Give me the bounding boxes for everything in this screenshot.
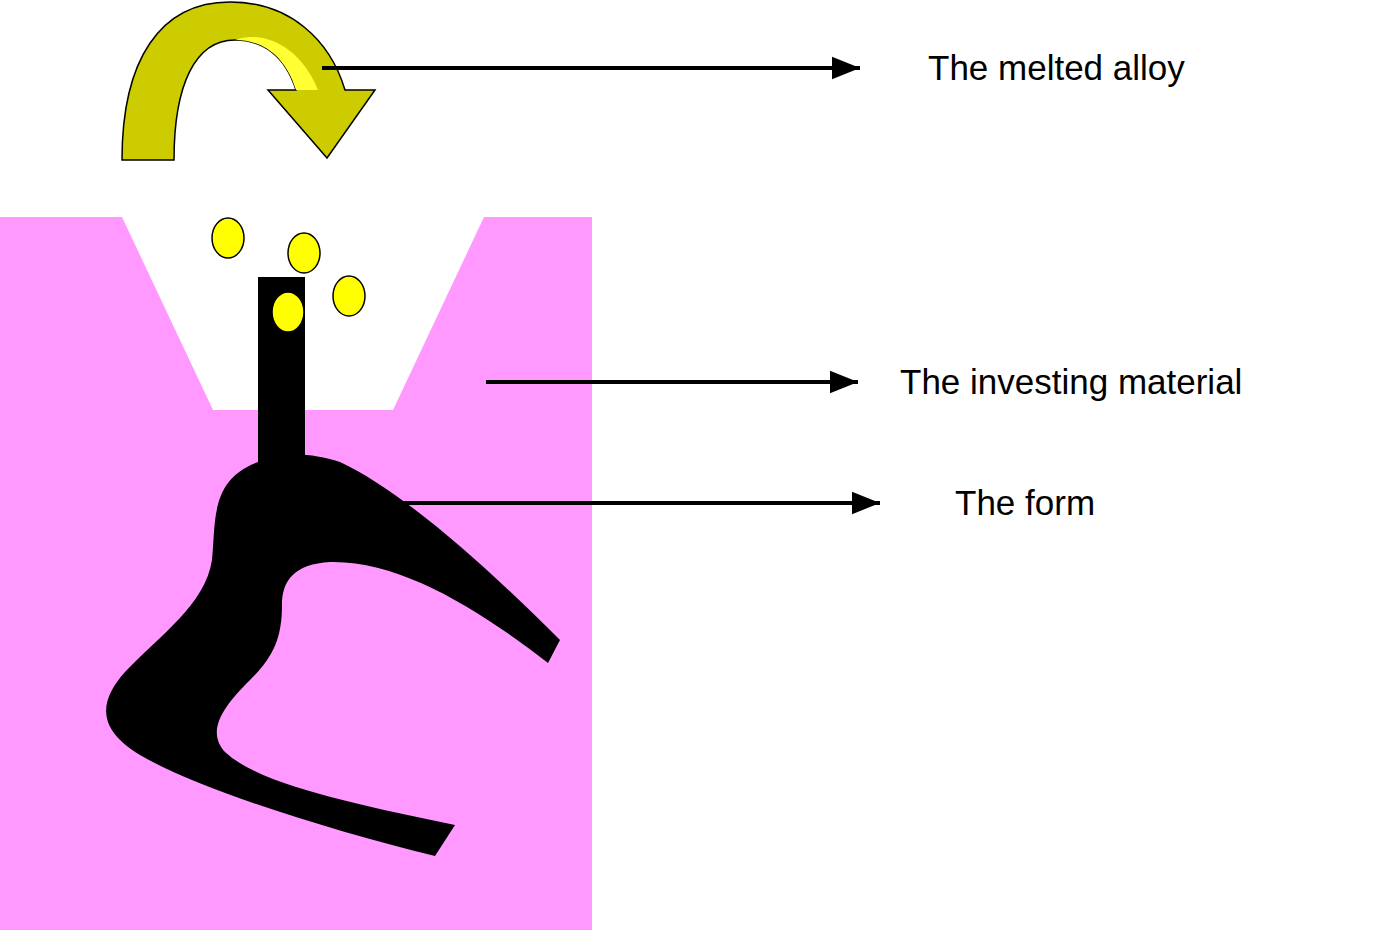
part-label: The form: [955, 484, 1095, 523]
pouring-arrow-highlight: [235, 37, 318, 90]
pouring-arrow: [122, 2, 375, 160]
part-label: The investing material: [900, 363, 1242, 402]
leader-lines: [322, 68, 880, 503]
sprue: [258, 277, 305, 467]
wax-form: [106, 455, 560, 857]
part-label: The melted alloy: [928, 49, 1185, 88]
investing-block: [0, 217, 592, 930]
alloy-droplets: [212, 218, 365, 332]
